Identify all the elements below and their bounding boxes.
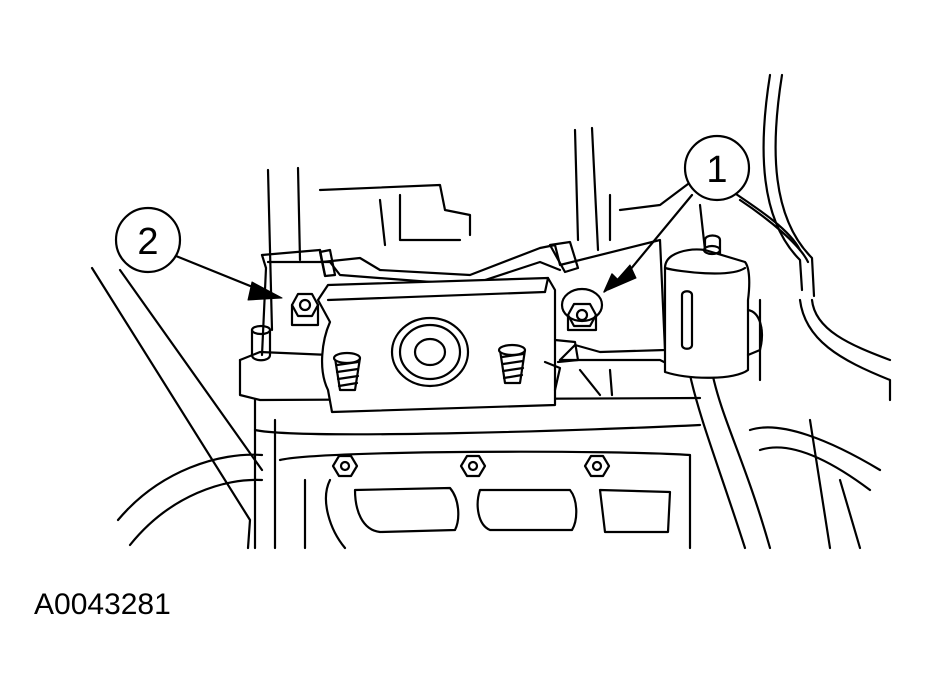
engine-block-background [90,73,892,550]
main-bracket [316,276,580,414]
figure-id: A0043281 [34,588,171,621]
sensor-housing [663,234,764,379]
callout-2 [114,206,283,301]
bracket-stud-right [497,343,527,385]
bracket-stud-left [332,351,362,392]
callout-1 [603,134,751,293]
bolt-right [560,287,604,332]
bolt-left [290,292,320,327]
left-stud [250,324,272,362]
callout-2-number: 2 [137,221,158,263]
cover-bolt [331,454,359,478]
cover-bolt [583,454,611,478]
cover-bolt [459,454,487,478]
callout-1-number: 1 [706,149,727,191]
rear-bracket [260,238,667,362]
lower-cover [253,398,702,550]
